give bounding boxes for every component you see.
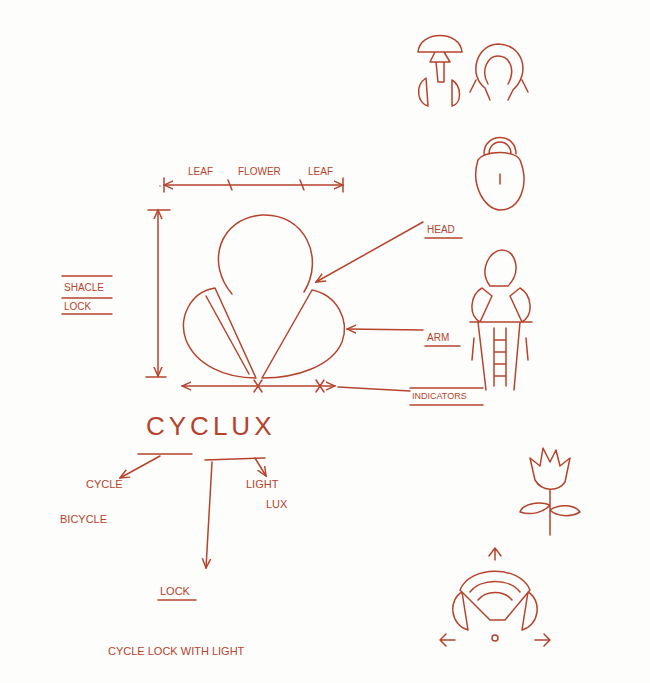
lock-head	[218, 215, 312, 294]
padlock-icon	[476, 138, 524, 211]
left-arm	[184, 288, 256, 378]
part-label: LEAF	[308, 166, 333, 178]
leader-line	[347, 329, 423, 330]
dimension-ticks	[146, 210, 170, 377]
concept-icon	[418, 36, 462, 107]
word-part: LOCK	[160, 585, 190, 598]
leader-line	[338, 387, 410, 391]
word-part: BICYCLE	[60, 513, 107, 526]
dimension-ticks	[164, 178, 343, 192]
dimension-ticks	[254, 380, 324, 392]
branch-arrow	[120, 456, 160, 478]
concept-icon	[470, 44, 528, 100]
word-part: CYCLE	[86, 478, 123, 491]
part-label: ARM	[427, 332, 449, 344]
flower-icon	[520, 448, 580, 535]
product-name: CYCLUX	[146, 412, 275, 442]
concept-icon	[470, 250, 532, 390]
part-label: FLOWER	[238, 166, 281, 178]
height-dimension	[157, 210, 159, 376]
left-arm-inner	[206, 296, 249, 374]
word-part: LUX	[266, 498, 287, 511]
branch-arrow	[255, 458, 266, 476]
part-label: LEAF	[188, 166, 213, 178]
underline	[62, 186, 483, 600]
part-label: HEAD	[427, 224, 455, 236]
width-dimension	[164, 184, 343, 186]
right-arm	[262, 290, 344, 378]
concept-icon	[440, 548, 550, 646]
branch-arrow	[206, 462, 212, 568]
part-label: SHACLE LOCK	[64, 278, 112, 316]
leader-line	[316, 222, 423, 282]
caption-note: CYCLE LOCK WITH LIGHT	[108, 645, 244, 658]
part-label: INDICATORS	[412, 391, 467, 401]
word-part: LIGHT	[246, 478, 278, 491]
